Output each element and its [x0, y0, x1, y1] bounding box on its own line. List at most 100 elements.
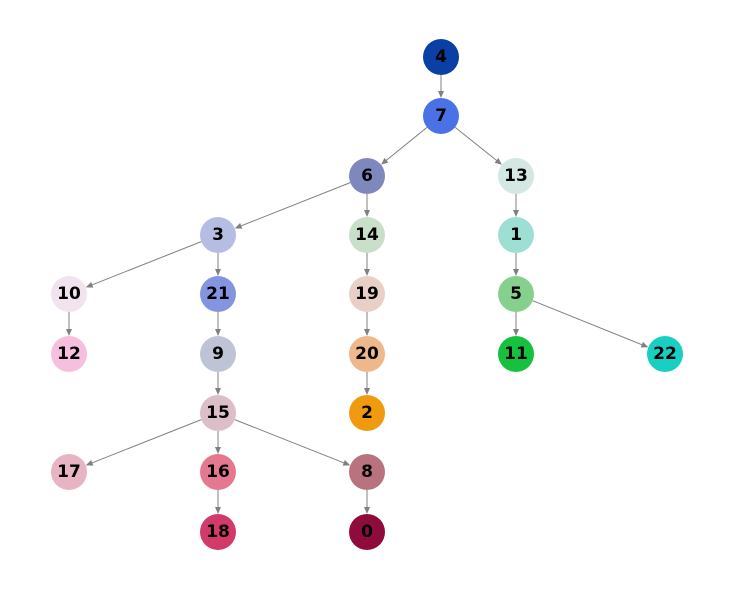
node-15: 15	[200, 395, 236, 431]
node-21: 21	[200, 276, 236, 312]
edge-7-to-13	[454, 126, 499, 163]
node-17: 17	[51, 454, 87, 490]
node-label-18: 18	[206, 522, 230, 542]
node-circle-22	[647, 336, 683, 372]
node-circle-12	[51, 336, 87, 372]
node-label-9: 9	[212, 344, 224, 364]
node-label-8: 8	[361, 462, 373, 482]
node-circle-20	[349, 336, 385, 372]
node-label-2: 2	[361, 403, 373, 423]
node-13: 13	[498, 158, 534, 194]
arrowhead-15-to-8	[342, 460, 351, 466]
node-8: 8	[349, 454, 385, 490]
arrowhead-7-to-6	[380, 157, 389, 165]
node-label-22: 22	[653, 344, 677, 364]
node-label-11: 11	[504, 344, 528, 364]
node-14: 14	[349, 217, 385, 253]
edge-6-to-3	[239, 182, 351, 227]
node-circle-16	[200, 454, 236, 490]
node-label-14: 14	[355, 225, 379, 245]
node-label-17: 17	[57, 462, 81, 482]
arrowhead-14-to-19	[364, 269, 370, 276]
node-6: 6	[349, 158, 385, 194]
arrowhead-16-to-18	[215, 507, 221, 514]
edge-7-to-6	[384, 126, 428, 162]
arrowhead-13-to-1	[513, 210, 519, 217]
arrowhead-15-to-16	[215, 447, 221, 454]
node-circle-11	[498, 336, 534, 372]
node-19: 19	[349, 276, 385, 312]
node-label-10: 10	[57, 284, 81, 304]
node-label-5: 5	[510, 284, 522, 304]
arrowhead-5-to-11	[513, 329, 519, 336]
node-circle-0	[349, 514, 385, 550]
arrowhead-5-to-22	[640, 341, 649, 348]
node-label-12: 12	[57, 344, 81, 364]
node-circle-13	[498, 158, 534, 194]
node-22: 22	[647, 336, 683, 372]
node-3: 3	[200, 217, 236, 253]
node-16: 16	[200, 454, 236, 490]
node-circle-4	[423, 39, 459, 75]
node-10: 10	[51, 276, 87, 312]
node-circle-3	[200, 217, 236, 253]
edge-15-to-17	[90, 419, 202, 464]
node-label-15: 15	[206, 403, 230, 423]
node-circle-6	[349, 158, 385, 194]
node-circle-10	[51, 276, 87, 312]
node-12: 12	[51, 336, 87, 372]
node-circle-17	[51, 454, 87, 490]
arrowhead-15-to-17	[85, 460, 94, 466]
node-circle-7	[423, 98, 459, 134]
arrowhead-20-to-2	[364, 388, 370, 395]
node-label-1: 1	[510, 225, 522, 245]
arrowhead-8-to-0	[364, 507, 370, 514]
node-circle-21	[200, 276, 236, 312]
edge-layer	[66, 75, 649, 514]
node-1: 1	[498, 217, 534, 253]
node-0: 0	[349, 514, 385, 550]
node-circle-18	[200, 514, 236, 550]
node-circle-19	[349, 276, 385, 312]
arrowhead-10-to-12	[66, 329, 72, 336]
node-label-16: 16	[206, 462, 230, 482]
edge-3-to-10	[90, 241, 202, 286]
node-label-13: 13	[504, 166, 528, 186]
node-label-4: 4	[435, 47, 447, 67]
node-label-0: 0	[361, 522, 373, 542]
arrowhead-3-to-21	[215, 269, 221, 276]
node-label-20: 20	[355, 344, 379, 364]
node-label-7: 7	[435, 106, 447, 126]
node-circle-8	[349, 454, 385, 490]
node-2: 2	[349, 395, 385, 431]
arrowhead-3-to-10	[85, 282, 94, 288]
node-circle-5	[498, 276, 534, 312]
arrowhead-7-to-13	[494, 158, 502, 165]
node-18: 18	[200, 514, 236, 550]
node-label-21: 21	[206, 284, 230, 304]
arrowhead-1-to-5	[513, 269, 519, 276]
node-20: 20	[349, 336, 385, 372]
node-circle-9	[200, 336, 236, 372]
arrowhead-9-to-15	[215, 388, 221, 395]
arrowhead-6-to-14	[364, 210, 370, 217]
arrowhead-6-to-3	[234, 223, 243, 229]
edge-5-to-22	[532, 300, 644, 346]
node-11: 11	[498, 336, 534, 372]
node-layer: 4 7 6 13 3 14 1 10 21 19 5 12 9 20 11 22 15 2 17 16 8 18 0	[51, 39, 683, 550]
node-9: 9	[200, 336, 236, 372]
node-circle-15	[200, 395, 236, 431]
node-circle-2	[349, 395, 385, 431]
edge-15-to-8	[234, 419, 346, 464]
node-circle-1	[498, 217, 534, 253]
node-label-3: 3	[212, 225, 224, 245]
node-label-6: 6	[361, 166, 373, 186]
node-label-19: 19	[355, 284, 379, 304]
arrowhead-19-to-20	[364, 329, 370, 336]
node-4: 4	[423, 39, 459, 75]
arrowhead-4-to-7	[438, 91, 444, 98]
arrowhead-21-to-9	[215, 329, 221, 336]
node-7: 7	[423, 98, 459, 134]
node-5: 5	[498, 276, 534, 312]
